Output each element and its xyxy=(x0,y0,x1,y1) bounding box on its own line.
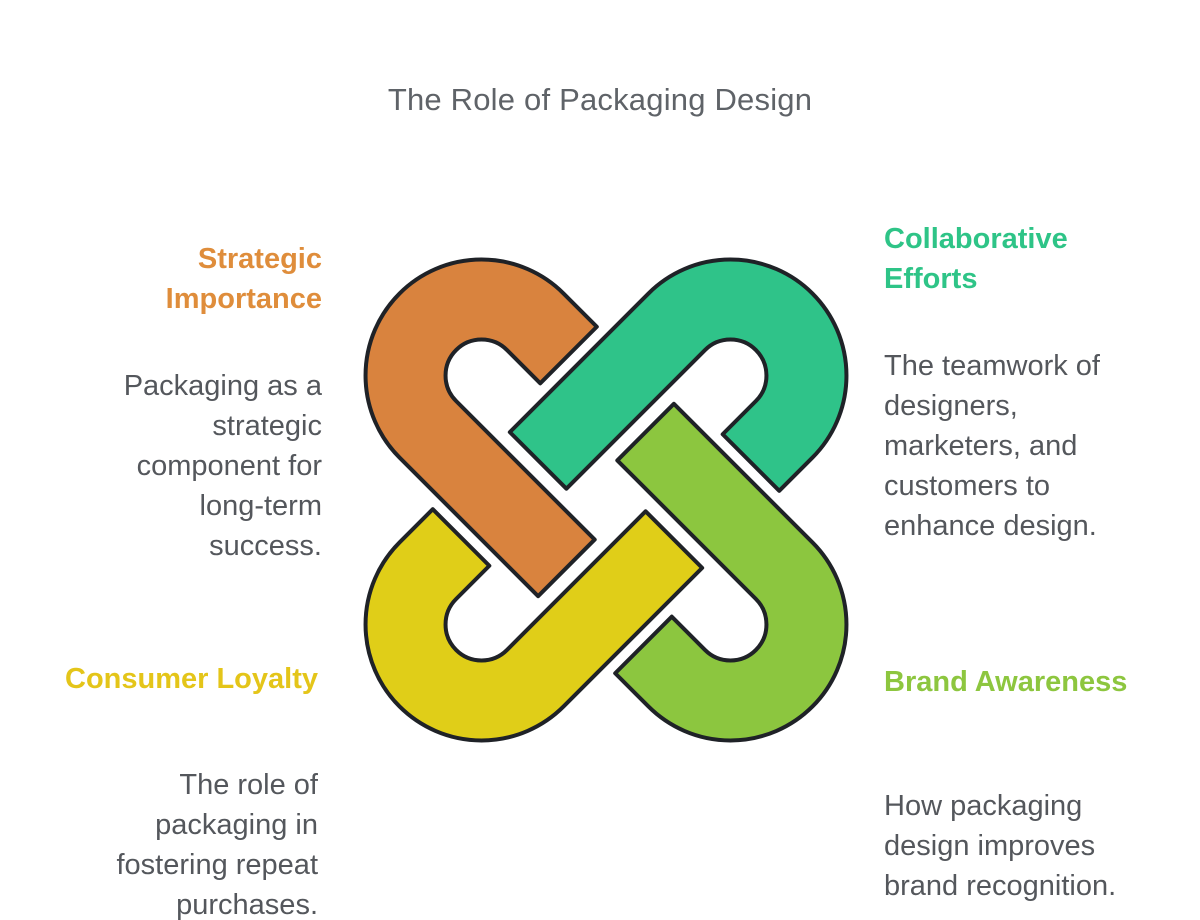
page-title: The Role of Packaging Design xyxy=(387,82,813,117)
collaborative-efforts-body: The teamwork of designers, marketers, an… xyxy=(884,350,1100,542)
strategic-importance-heading: Strategic Importance xyxy=(165,243,322,315)
section-brand-awareness: Brand Awareness How packaging design imp… xyxy=(884,622,1174,920)
collaborative-efforts-heading: Collaborative Efforts xyxy=(884,223,1068,295)
brand-awareness-heading: Brand Awareness xyxy=(884,666,1128,698)
brand-awareness-body: How packaging design improves brand reco… xyxy=(884,790,1117,902)
section-collaborative-efforts: Collaborative Efforts The teamwork of de… xyxy=(884,179,1169,586)
consumer-loyalty-body: The role of packaging in fostering repea… xyxy=(116,769,318,920)
loop-consumer-loyalty xyxy=(363,507,705,743)
strategic-importance-body: Packaging as a strategic component for l… xyxy=(123,370,322,562)
loop-brand-awareness xyxy=(613,401,849,743)
section-consumer-loyalty: Consumer Loyalty The role of packaging i… xyxy=(40,619,318,920)
section-strategic-importance: Strategic Importance Packaging as a stra… xyxy=(62,199,322,606)
loop-strategic-importance xyxy=(363,257,599,599)
consumer-loyalty-heading: Consumer Loyalty xyxy=(65,663,318,695)
loop-collaborative-efforts xyxy=(507,257,849,493)
